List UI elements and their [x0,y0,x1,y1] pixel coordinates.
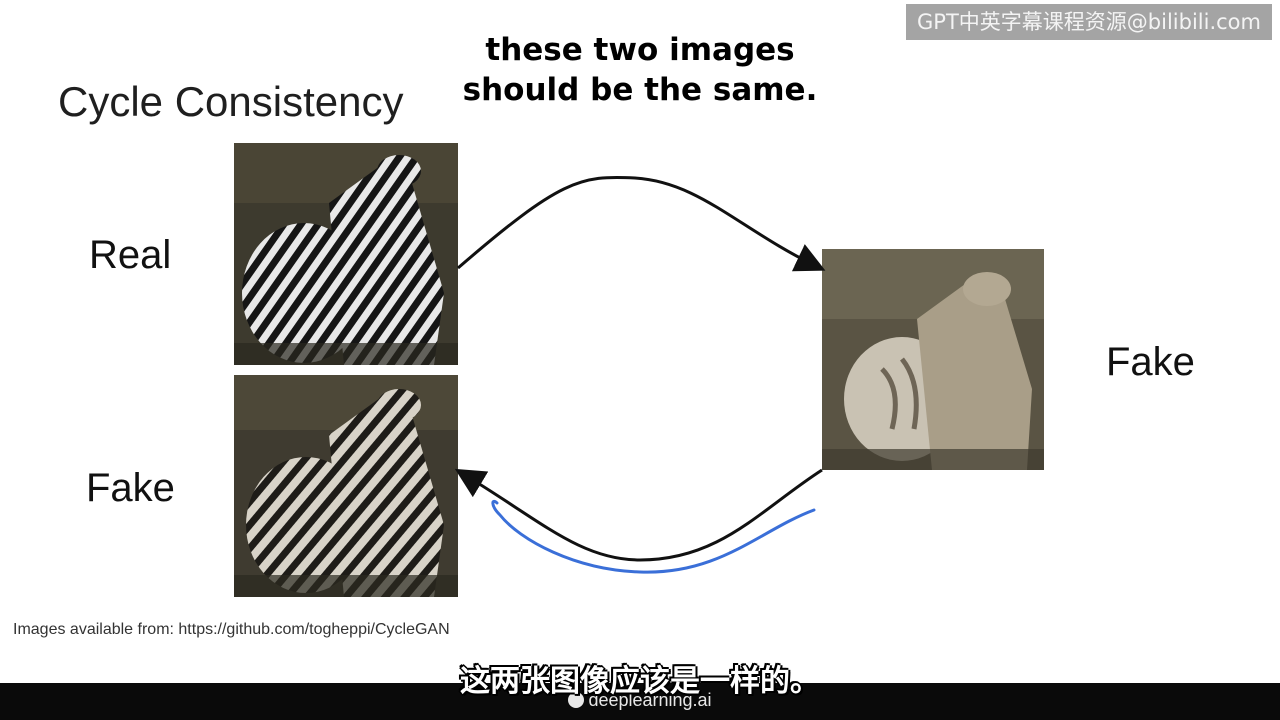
blue-annotation-stroke [491,499,816,574]
image-credit: Images available from: https://github.co… [13,621,450,638]
fake-horse-image [822,249,1044,470]
label-fake-left: Fake [86,466,175,510]
forward-arrow [457,175,826,272]
footer-bar [0,683,1280,720]
footer-brand: deeplearning.ai [0,690,1280,711]
subtitle-top-line2: should be the same. [462,72,818,108]
label-real: Real [89,233,172,277]
subtitle-top-line1: these two images [485,32,795,68]
subtitle-top: these two images should be the same. [0,30,1280,110]
label-fake-right: Fake [1106,340,1195,384]
subtitle-bottom: 这两张图像应该是一样的。 [460,664,820,699]
footer-brand-text: deeplearning.ai [588,690,712,710]
slide-title: Cycle Consistency [58,78,404,125]
watermark: GPT中英字幕课程资源@bilibili.com [906,4,1272,40]
deeplearning-logo-icon [568,692,585,708]
real-zebra-image [234,143,458,365]
backward-arrow [454,468,823,562]
fake-zebra-image [234,375,458,597]
